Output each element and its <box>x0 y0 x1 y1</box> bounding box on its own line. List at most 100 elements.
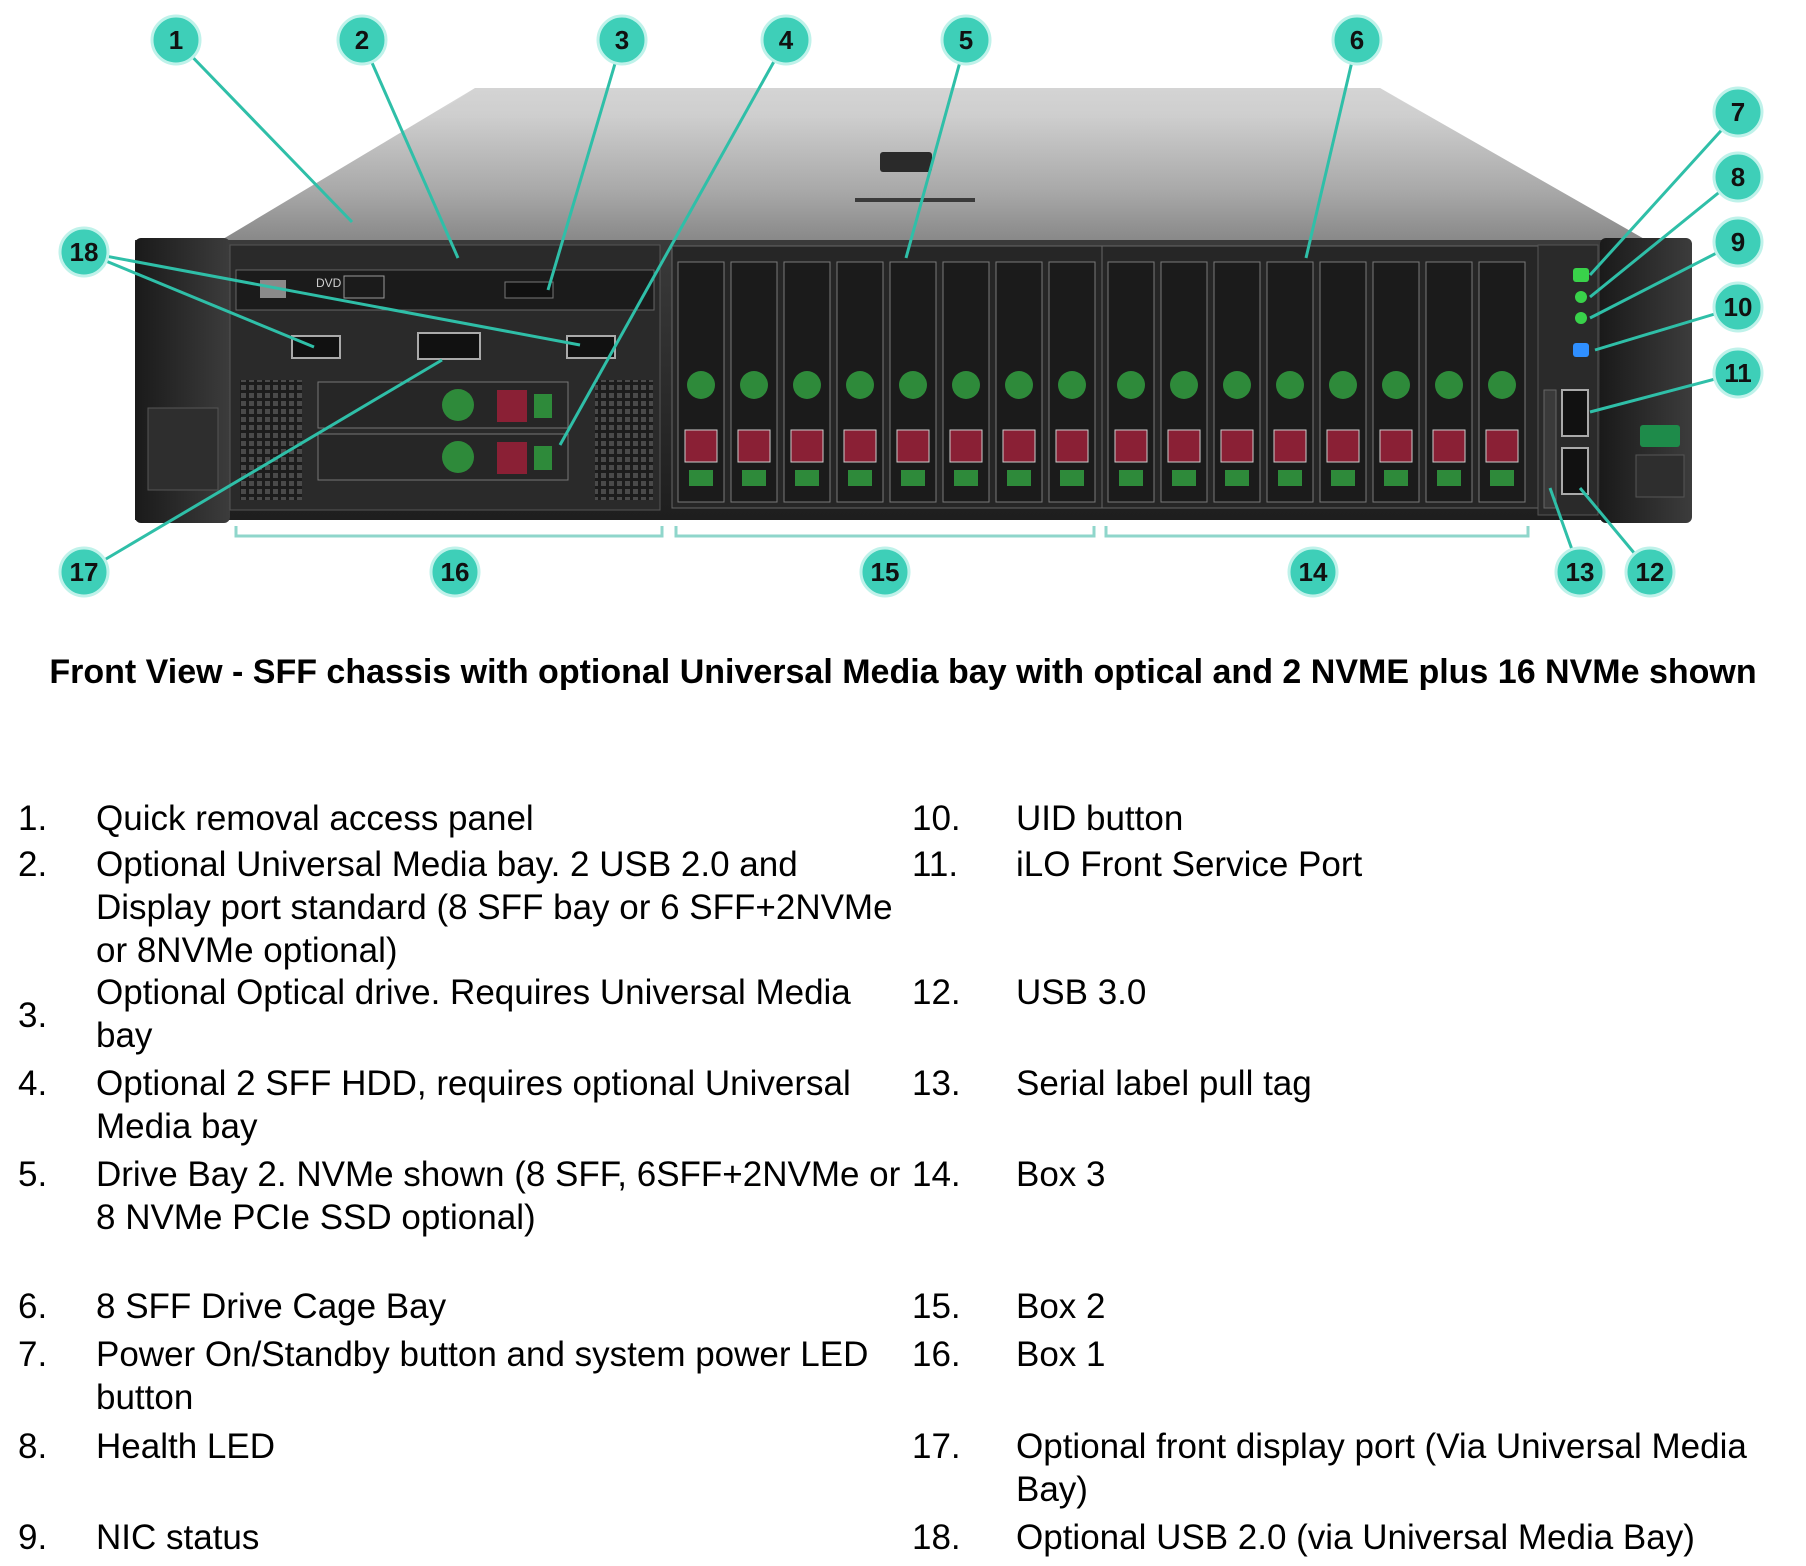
media-bay-drive-1-latch[interactable] <box>497 390 527 422</box>
box-3-drive-8-latch[interactable] <box>1486 430 1518 462</box>
legend-item-text: NIC status <box>96 1516 908 1559</box>
box-2-drive-6-led <box>954 470 978 486</box>
svg-text:4: 4 <box>779 25 794 55</box>
callout-12: 12 <box>1626 548 1674 596</box>
legend-item-text: Quick removal access panel <box>96 797 908 840</box>
power-button-led[interactable] <box>1573 268 1589 282</box>
svg-text:3: 3 <box>615 25 629 55</box>
svg-text:18: 18 <box>70 237 99 267</box>
box-3-drive-3-led <box>1225 470 1249 486</box>
uid-button[interactable] <box>1573 343 1589 357</box>
media-bay-drive-2-latch[interactable] <box>497 442 527 474</box>
legend-item-number: 3. <box>18 994 47 1037</box>
legend-item-text: Health LED <box>96 1425 908 1468</box>
legend-item-number: 14. <box>912 1153 961 1196</box>
box-2-drive-7-release-button[interactable] <box>1005 371 1033 399</box>
callout-8: 8 <box>1714 153 1762 201</box>
box-3-drive-6-release-button[interactable] <box>1382 371 1410 399</box>
media-bay-drive-2-led <box>534 446 552 470</box>
legend-item-text: UID button <box>1016 797 1806 840</box>
front-usb-2-0-port-right[interactable] <box>567 336 615 358</box>
media-bay-drive-2-release[interactable] <box>442 441 474 473</box>
legend-item-text: Optional front display port (Via Univers… <box>1016 1425 1806 1511</box>
box-2-drive-5-led <box>901 470 925 486</box>
box-2-drive-3-release-button[interactable] <box>793 371 821 399</box>
svg-text:16: 16 <box>441 557 470 587</box>
legend-item-text: iLO Front Service Port <box>1016 843 1806 886</box>
box-3-drive-1-latch[interactable] <box>1115 430 1147 462</box>
box-3-drive-4-release-button[interactable] <box>1276 371 1304 399</box>
legend-item-number: 9. <box>18 1516 47 1559</box>
right-ear-label <box>1636 455 1684 497</box>
box-2-drive-2-led <box>742 470 766 486</box>
box-2-drive-1-release-button[interactable] <box>687 371 715 399</box>
box-3-drive-3-release-button[interactable] <box>1223 371 1251 399</box>
box-2-drive-6-release-button[interactable] <box>952 371 980 399</box>
box-3-drive-3-latch[interactable] <box>1221 430 1253 462</box>
callout-16: 16 <box>431 548 479 596</box>
box-2-drive-5-latch[interactable] <box>897 430 929 462</box>
legend-item-text: Drive Bay 2. NVMe shown (8 SFF, 6SFF+2NV… <box>96 1153 908 1239</box>
legend-item-number: 16. <box>912 1333 961 1376</box>
box-2-drive-4-release-button[interactable] <box>846 371 874 399</box>
box-2-drive-5-release-button[interactable] <box>899 371 927 399</box>
box-3-drive-2-latch[interactable] <box>1168 430 1200 462</box>
box-2-drive-2-release-button[interactable] <box>740 371 768 399</box>
callout-1: 1 <box>152 16 200 64</box>
legend-item-number: 17. <box>912 1425 961 1468</box>
legend-item-number: 5. <box>18 1153 47 1196</box>
media-bay-drive-1-release[interactable] <box>442 389 474 421</box>
left-ear-label <box>148 408 218 490</box>
svg-text:6: 6 <box>1350 25 1364 55</box>
right-vent <box>595 380 653 500</box>
legend-item-text: Box 2 <box>1016 1285 1806 1328</box>
top-panel-shade <box>430 88 1430 118</box>
front-display-port[interactable] <box>418 333 480 359</box>
box-3-drive-7-latch[interactable] <box>1433 430 1465 462</box>
legend-item-text: Serial label pull tag <box>1016 1062 1806 1105</box>
callout-9: 9 <box>1714 218 1762 266</box>
box-3-drive-6-latch[interactable] <box>1380 430 1412 462</box>
callout-2: 2 <box>338 16 386 64</box>
legend-item-number: 12. <box>912 971 961 1014</box>
box-3-drive-5-latch[interactable] <box>1327 430 1359 462</box>
callout-17: 17 <box>60 548 108 596</box>
box-3-drive-7-led <box>1437 470 1461 486</box>
ilo-front-service-port[interactable] <box>1562 390 1588 436</box>
svg-text:1: 1 <box>169 25 183 55</box>
box-3-drive-1-led <box>1119 470 1143 486</box>
box-3-drive-6-led <box>1384 470 1408 486</box>
box-3-drive-1-release-button[interactable] <box>1117 371 1145 399</box>
box-2-drive-2-latch[interactable] <box>738 430 770 462</box>
box-3-drive-5-led <box>1331 470 1355 486</box>
box-3-drive-4-latch[interactable] <box>1274 430 1306 462</box>
svg-text:10: 10 <box>1724 292 1753 322</box>
callout-6: 6 <box>1333 16 1381 64</box>
box-3-drive-2-release-button[interactable] <box>1170 371 1198 399</box>
box-2-drive-6-latch[interactable] <box>950 430 982 462</box>
legend-item-text: Box 3 <box>1016 1153 1806 1196</box>
optical-eject-button[interactable] <box>505 282 553 298</box>
box-3-drive-5-release-button[interactable] <box>1329 371 1357 399</box>
callout-7: 7 <box>1714 88 1762 136</box>
callout-11: 11 <box>1714 349 1762 397</box>
legend-item-number: 13. <box>912 1062 961 1105</box>
box-2-drive-8-release-button[interactable] <box>1058 371 1086 399</box>
optical-dvd-label: DVD <box>316 276 342 290</box>
box-2-drive-1-latch[interactable] <box>685 430 717 462</box>
box-3-drive-8-release-button[interactable] <box>1488 371 1516 399</box>
media-bay-drive-1-led <box>534 394 552 418</box>
legend-item-number: 2. <box>18 843 47 886</box>
box-2-drive-3-led <box>795 470 819 486</box>
legend-item-text: Power On/Standby button and system power… <box>96 1333 908 1419</box>
box-2-drive-7-led <box>1007 470 1031 486</box>
box-3-drive-7-release-button[interactable] <box>1435 371 1463 399</box>
box-2-drive-4-latch[interactable] <box>844 430 876 462</box>
legend-item-number: 8. <box>18 1425 47 1468</box>
box-2-drive-3-latch[interactable] <box>791 430 823 462</box>
box-3-drive-2-led <box>1172 470 1196 486</box>
box-2-drive-8-latch[interactable] <box>1056 430 1088 462</box>
legend-item-number: 15. <box>912 1285 961 1328</box>
usb-3-0-port[interactable] <box>1562 448 1588 494</box>
box-2-drive-7-latch[interactable] <box>1003 430 1035 462</box>
